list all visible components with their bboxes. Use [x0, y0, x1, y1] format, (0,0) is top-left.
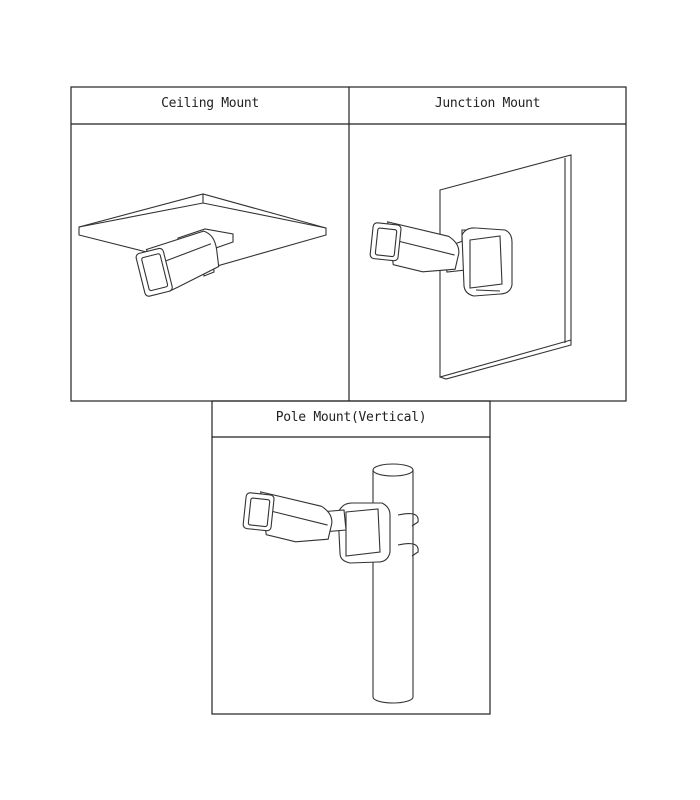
pole-mount-illustration [242, 463, 419, 704]
ceiling-mount-illustration [78, 193, 327, 297]
junction-mount-title: Junction Mount [434, 96, 541, 111]
table-frame [70, 86, 627, 715]
ceiling-mount-title: Ceiling Mount [161, 96, 259, 111]
junction-mount-illustration [369, 154, 572, 380]
pole-mount-title: Pole Mount(Vertical) [275, 410, 427, 425]
